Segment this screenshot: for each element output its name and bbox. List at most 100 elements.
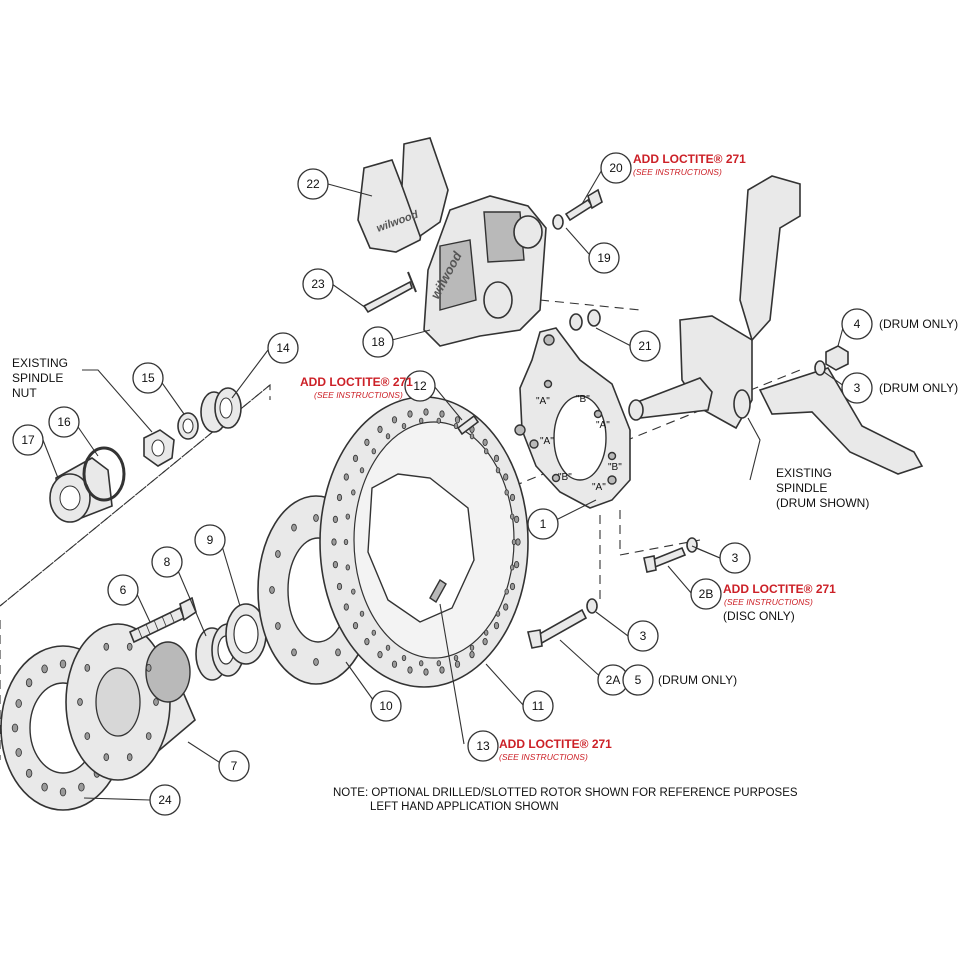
leader-lines (42, 167, 845, 801)
hat-hole (291, 648, 297, 657)
rotor-hole (510, 564, 515, 571)
hub-hole (77, 698, 83, 706)
rotor-hole (419, 417, 424, 424)
hat-hole (335, 648, 341, 657)
rotor-hole (377, 425, 383, 433)
rotor-hole (371, 448, 376, 455)
rotor-hole (469, 644, 475, 651)
hub-holes (77, 642, 159, 762)
loctite-label-2b: ADD LOCTITE® 271 (723, 582, 836, 596)
callout-7: 7 (218, 750, 250, 782)
rotor-hole (351, 489, 356, 496)
rotor-hole (484, 448, 489, 455)
svg-text:23: 23 (311, 277, 325, 291)
hub-hole (84, 664, 91, 672)
shims-21 (569, 309, 601, 331)
hat-hole (269, 586, 275, 594)
rotor-hole (401, 422, 407, 429)
hub-hole (153, 698, 159, 706)
mark-a2: "A" (596, 420, 610, 431)
rotor-hole (436, 660, 441, 667)
hub-hole (84, 732, 91, 740)
caliper-18 (423, 195, 547, 347)
callout-6: 6 (107, 574, 139, 606)
svg-text:17: 17 (21, 433, 35, 447)
svg-text:2B: 2B (699, 587, 714, 601)
callout-2b: 2B (690, 578, 722, 610)
svg-text:24: 24 (158, 793, 172, 807)
svg-text:16: 16 (57, 415, 71, 429)
rotor-hole (345, 564, 350, 571)
rotor-hole (407, 666, 413, 674)
svg-text:18: 18 (371, 335, 385, 349)
rotor-hole (513, 515, 520, 524)
outer-bearing-14 (200, 387, 242, 433)
spindle-nut (143, 429, 175, 467)
svg-text:21: 21 (638, 339, 652, 353)
hub-hole (103, 753, 110, 762)
wheel-stud-6 (128, 596, 197, 644)
rotor-hole (504, 489, 509, 496)
pad-pin-23 (362, 271, 417, 314)
dust-cap-17 (49, 457, 113, 523)
rotor-hole (436, 417, 441, 424)
rotor-hole (332, 515, 338, 524)
hub-hole (145, 664, 152, 672)
callout-3c: 3 (627, 620, 659, 652)
callout-14: 14 (267, 332, 299, 364)
svg-text:22: 22 (306, 177, 320, 191)
rotor-hole (439, 666, 445, 674)
rotor-hole (364, 637, 370, 646)
rotor-hole (336, 582, 343, 591)
callout-24: 24 (149, 784, 181, 816)
svg-text:13: 13 (476, 739, 490, 753)
loctite-label-20: ADD LOCTITE® 271 (633, 152, 746, 166)
svg-text:12: 12 (413, 379, 427, 393)
callout-3a: 3 (841, 372, 873, 404)
callout-9: 9 (194, 524, 226, 556)
rotor-hole (503, 603, 509, 611)
hub-hole (145, 732, 152, 740)
mark-b3: "B" (608, 462, 622, 473)
rotor-hole (453, 422, 459, 429)
bolt-2a (527, 598, 598, 649)
callout-22: 22 (297, 168, 329, 200)
washer-15 (177, 412, 199, 440)
rotor-hole (343, 539, 349, 546)
svg-text:20: 20 (609, 161, 623, 175)
caliper-bolt-20 (552, 188, 603, 230)
rotor-hole (371, 629, 376, 636)
rotor-hole (423, 668, 429, 676)
svg-text:15: 15 (141, 371, 155, 385)
ring-24-hole (25, 768, 33, 778)
callout-5: 5 (622, 664, 654, 696)
ring-24-hole (15, 748, 22, 757)
rotor-hole (345, 513, 350, 520)
mark-a3: "A" (540, 436, 554, 447)
bolt-12 (456, 414, 480, 436)
rotor-hole (469, 433, 475, 440)
rotor-hole (493, 454, 500, 462)
rotor-hole (385, 433, 391, 440)
rotor-hole (343, 473, 349, 481)
mark-a4: "A" (592, 482, 606, 493)
callout-18: 18 (362, 326, 394, 358)
rotor-hole (343, 603, 349, 611)
drum-only-label-4: (DRUM ONLY) (879, 317, 959, 331)
callout-12: 12 (404, 370, 436, 402)
ring-24-hole (25, 678, 33, 688)
hub-hole (126, 753, 133, 762)
note-line1: NOTE: OPTIONAL DRILLED/SLOTTED ROTOR SHO… (333, 787, 798, 799)
hat-hole (291, 523, 297, 532)
rotor-hole (495, 467, 501, 474)
svg-text:7: 7 (231, 759, 238, 773)
rotor-hole (469, 650, 475, 659)
see-instructions-12: (SEE INSTRUCTIONS) (314, 390, 403, 400)
svg-text:5: 5 (635, 673, 642, 687)
existing-nut-line1: EXISTING (12, 356, 69, 370)
drum-nut-4 (814, 345, 849, 376)
bracket-1 (514, 327, 631, 509)
existing-spindle (628, 175, 924, 475)
svg-text:4: 4 (854, 317, 861, 331)
